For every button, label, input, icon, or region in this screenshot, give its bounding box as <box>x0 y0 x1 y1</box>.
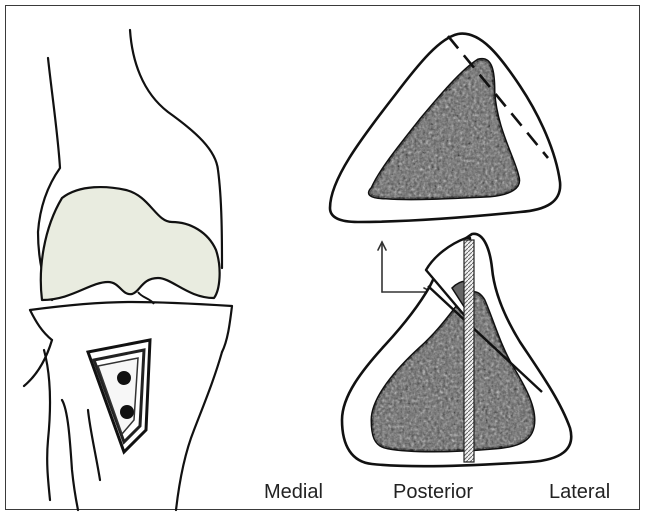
label-lateral: Lateral <box>549 480 610 504</box>
tibia-outline-left-2 <box>44 350 50 500</box>
fixation-plate <box>88 340 150 452</box>
cross-section-bottom <box>342 234 571 466</box>
tibia-outline-right <box>176 352 222 510</box>
axis-indicator <box>378 242 432 296</box>
screw-hole-1 <box>117 371 131 385</box>
screw-hole-2 <box>120 405 134 419</box>
femoral-cartilage <box>41 187 220 300</box>
fibula <box>62 400 78 510</box>
cross-section-top <box>330 34 560 222</box>
guide-wire <box>464 240 474 462</box>
label-medial: Medial <box>264 480 323 504</box>
label-posterior: Posterior <box>393 480 473 504</box>
